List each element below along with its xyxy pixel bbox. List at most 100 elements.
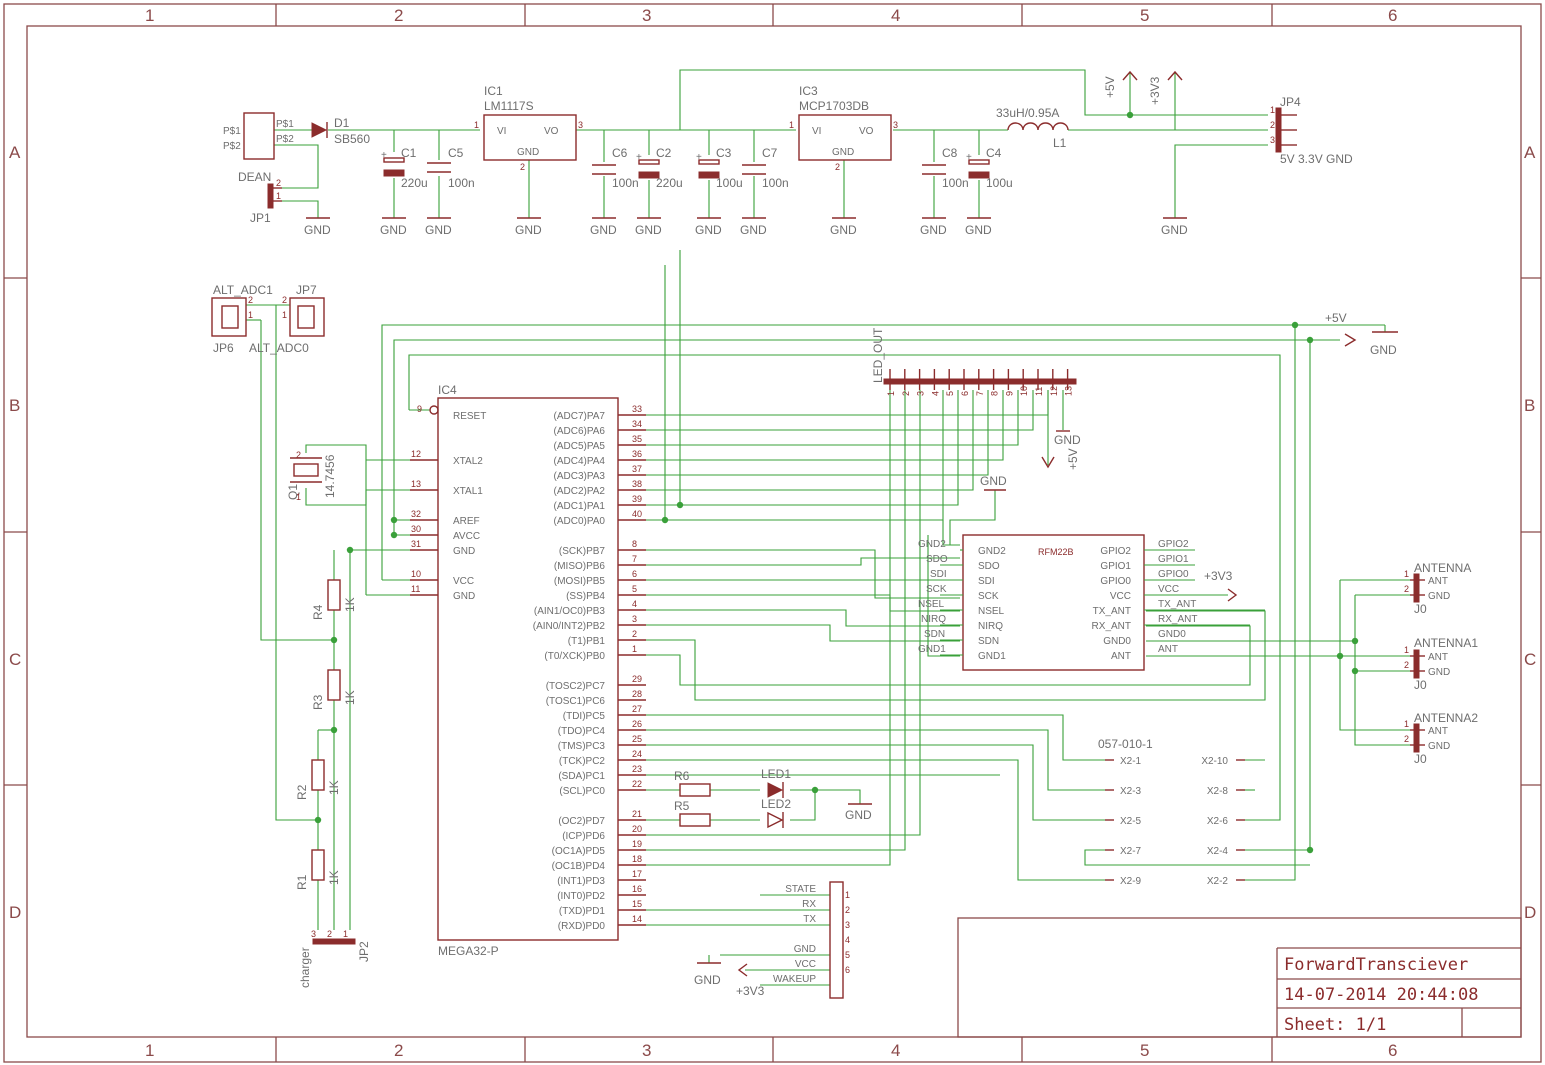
antenna-connector-0: ANTENNA ANT GND J0 1 2 [1404, 561, 1471, 616]
svg-text:GND: GND [1428, 667, 1450, 678]
svg-text:R5: R5 [674, 799, 690, 813]
mcu-pin-number: 24 [632, 749, 642, 759]
svg-text:R4: R4 [311, 604, 325, 620]
svg-text:1: 1 [282, 310, 287, 320]
diode-d1 [311, 122, 328, 138]
frame-row-label: A [9, 143, 21, 162]
frame-col-label: 3 [642, 6, 651, 25]
svg-text:2: 2 [1404, 660, 1409, 670]
x2-pin-label: X2-2 [1207, 876, 1229, 887]
svg-text:GND0: GND0 [1158, 629, 1186, 640]
svg-text:SB560: SB560 [334, 132, 370, 146]
svg-text:+: + [696, 152, 702, 163]
svg-text:1: 1 [1270, 105, 1275, 115]
frame-row-label: C [9, 650, 21, 669]
mcu-pin-number: 17 [632, 869, 642, 879]
serial-pin-number: 2 [845, 905, 850, 915]
x2-pin-label: X2-1 [1120, 756, 1142, 767]
svg-text:R2: R2 [295, 784, 309, 800]
svg-text:DEAN: DEAN [238, 170, 271, 184]
svg-text:220u: 220u [656, 176, 683, 190]
ic1-lm1117 [483, 114, 577, 161]
mcu-pin-name: (ADC3)PA3 [554, 471, 606, 482]
svg-text:C3: C3 [716, 146, 732, 160]
gnd-label: GND [740, 223, 767, 237]
svg-text:GPIO0: GPIO0 [1100, 576, 1131, 587]
led-out-header: LED_OUT [871, 327, 1077, 385]
frame-col-label: 3 [642, 1041, 651, 1060]
svg-text:1K: 1K [343, 690, 357, 705]
mcu-pin-name: GND [453, 546, 475, 557]
svg-text:STATE: STATE [785, 884, 816, 895]
cap-c7: C7 100n [742, 146, 789, 190]
cap-c1: + C1 220u [381, 146, 428, 190]
mcu-pin-number: 25 [632, 734, 642, 744]
svg-text:charger: charger [298, 947, 312, 988]
svg-text:P$2: P$2 [223, 141, 241, 152]
mcu-pin-name: (INT0)PD2 [557, 891, 605, 902]
mcu-pin-name: (RXD)PD0 [558, 921, 606, 932]
mcu-pin-name: (SDA)PC1 [558, 771, 605, 782]
jp6-header: ALT_ADC1 JP6 2 1 [211, 283, 273, 355]
svg-text:GND1: GND1 [918, 644, 946, 655]
mcu-pin-name: (TMS)PC3 [558, 741, 606, 752]
mcu-pin-number: 19 [632, 839, 642, 849]
cap-c3: + C3 100u [696, 146, 743, 190]
svg-text:VCC: VCC [1110, 591, 1131, 602]
timestamp: 14-07-2014 20:44:08 [1284, 985, 1478, 1005]
cap-c8: C8 100n [922, 146, 969, 190]
led-out-pin-number: 8 [990, 391, 1000, 396]
svg-text:R6: R6 [674, 769, 690, 783]
mcu-pin-number: 2 [632, 629, 637, 639]
mcu-pin-name: RESET [453, 411, 486, 422]
mcu-pin-number: 8 [632, 539, 637, 549]
serial-pin-number: 5 [845, 950, 850, 960]
drawing-frame [3, 3, 1542, 1063]
mcu-pin-number: 31 [411, 539, 421, 549]
svg-text:2: 2 [1404, 584, 1409, 594]
svg-text:1K: 1K [327, 870, 341, 885]
frame-col-label: 4 [891, 1041, 900, 1060]
frame-col-label: 6 [1388, 6, 1397, 25]
mcu-pin-name: (ADC1)PA1 [554, 501, 606, 512]
mcu-pin-number: 11 [411, 584, 420, 594]
svg-text:2: 2 [282, 295, 287, 305]
led-out-pin-number: 12 [1049, 386, 1059, 396]
supply-3v3-arrow: +3V3 [1148, 70, 1183, 105]
mcu-pin-number: 32 [411, 509, 421, 519]
serial-pin-number: 4 [845, 935, 850, 945]
jp2-charger-header: charger JP2 3 2 1 [298, 929, 371, 988]
svg-text:GND: GND [1428, 741, 1450, 752]
led-out-pin-number: 4 [930, 391, 940, 396]
svg-text:3: 3 [578, 120, 583, 130]
svg-text:+5V: +5V [1103, 76, 1117, 98]
svg-text:C4: C4 [986, 146, 1002, 160]
svg-text:2: 2 [296, 450, 301, 460]
svg-text:NIRQ: NIRQ [978, 621, 1003, 632]
svg-text:VO: VO [859, 126, 874, 137]
svg-text:1: 1 [1404, 569, 1409, 579]
svg-text:3: 3 [311, 929, 316, 939]
mcu-pin-name: (T1)PB1 [568, 636, 606, 647]
svg-text:5V 3.3V GND: 5V 3.3V GND [1280, 152, 1353, 166]
resistor-r2 [311, 759, 325, 791]
mcu-pin-number: 18 [632, 854, 642, 864]
svg-text:JP4: JP4 [1280, 95, 1301, 109]
svg-text:+5V: +5V [1325, 311, 1347, 325]
svg-text:GPIO2: GPIO2 [1100, 546, 1131, 557]
mcu-pin-number: 40 [632, 509, 642, 519]
svg-text:100n: 100n [612, 176, 639, 190]
svg-text:220u: 220u [401, 176, 428, 190]
cap-c4: + C4 100u [966, 146, 1013, 190]
resistor-r6 [679, 783, 711, 797]
mcu-pin-number: 12 [411, 449, 421, 459]
power-wires [274, 69, 1268, 218]
svg-text:ANT: ANT [1111, 651, 1131, 662]
svg-text:Q1: Q1 [286, 484, 300, 500]
svg-text:IC1: IC1 [484, 84, 503, 98]
svg-text:1: 1 [296, 492, 301, 502]
svg-text:IC4: IC4 [438, 383, 457, 397]
gnd-label: GND [830, 223, 857, 237]
svg-text:+3V3: +3V3 [1204, 569, 1233, 583]
